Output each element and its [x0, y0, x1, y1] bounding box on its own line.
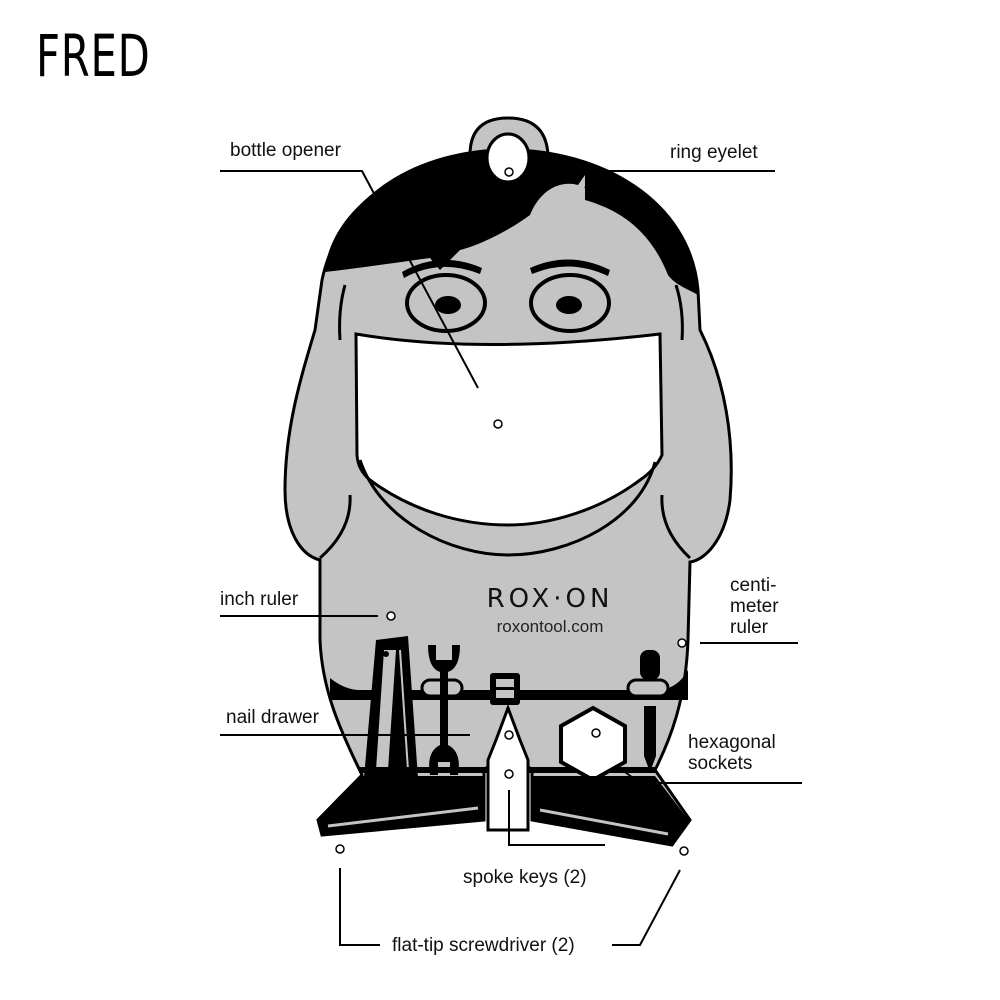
- bottle-opener-mouth: [354, 332, 664, 527]
- label-ring-eyelet: ring eyelet: [670, 142, 758, 163]
- label-line: ruler: [730, 617, 769, 638]
- label-flat-tip-screwdriver: flat-tip screwdriver (2): [392, 935, 575, 956]
- label-inch-ruler: inch ruler: [220, 589, 299, 610]
- label-nail-drawer: nail drawer: [226, 707, 319, 728]
- brand-url: roxontool.com: [497, 617, 604, 636]
- screwdriver-icon: [640, 650, 660, 772]
- wrench-icon: [428, 645, 460, 775]
- callout-leader-lines: [220, 170, 802, 946]
- hair: [325, 150, 698, 295]
- right-eyebrow: [530, 259, 610, 276]
- label-line: meter: [730, 596, 779, 617]
- label-centimeter-ruler: centi- meter ruler: [730, 575, 779, 638]
- left-eyebrow: [402, 259, 482, 278]
- label-bottle-opener: bottle opener: [230, 140, 341, 161]
- brand-logo: ROX·ON: [487, 584, 614, 614]
- label-line: hexagonal: [688, 732, 776, 753]
- label-line: sockets: [688, 753, 753, 774]
- label-line: centi-: [730, 575, 777, 596]
- right-foot: [532, 776, 690, 845]
- hexagonal-socket: [559, 705, 627, 783]
- page-title: FRED: [36, 22, 151, 90]
- label-spoke-keys: spoke keys (2): [463, 867, 587, 888]
- belt: [330, 670, 688, 700]
- left-foot: [318, 776, 484, 835]
- ruler-icon: [364, 636, 418, 778]
- label-hexagonal-sockets: hexagonal sockets: [688, 732, 776, 774]
